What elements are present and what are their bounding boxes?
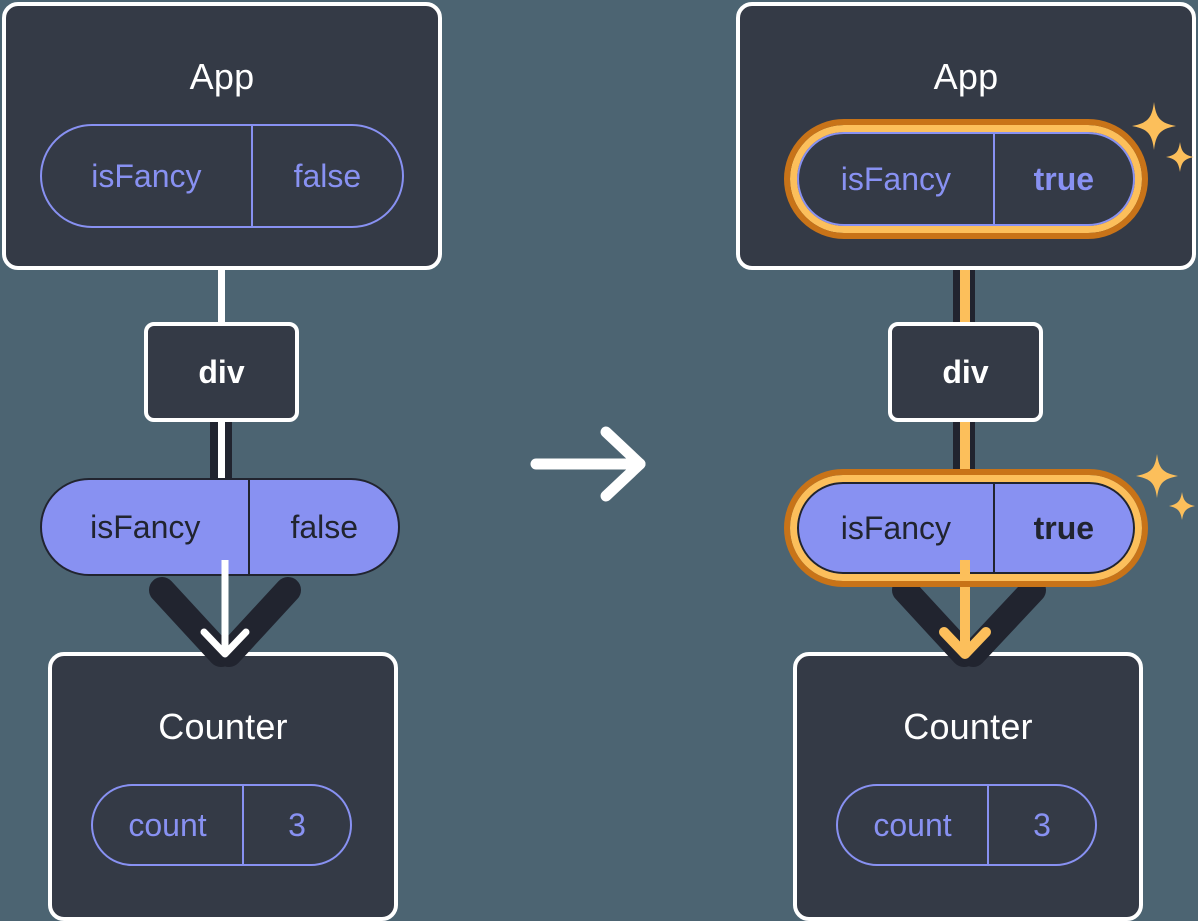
app-state-key-after: isFancy <box>840 160 951 197</box>
app-state-pill-before[interactable]: isFancy false <box>40 124 404 228</box>
counter-title-before: Counter <box>158 706 288 747</box>
div-element-label-after: div <box>942 353 989 390</box>
app-state-value-after: true <box>992 134 1133 224</box>
div-element-label-before: div <box>198 353 245 390</box>
counter-state-pill-after[interactable]: count 3 <box>836 784 1097 866</box>
props-pill-before[interactable]: isFancy false <box>40 478 400 576</box>
counter-state-key-after: count <box>873 806 952 843</box>
div-element-box-after[interactable]: div <box>888 322 1043 422</box>
app-title-before: App <box>189 56 255 97</box>
counter-title-after: Counter <box>903 706 1033 747</box>
connector-div-to-props-left-white <box>218 420 225 490</box>
props-key-before: isFancy <box>90 508 201 545</box>
div-element-box-before[interactable]: div <box>144 322 299 422</box>
props-value-after: true <box>992 484 1133 572</box>
app-state-key-before: isFancy <box>91 157 202 194</box>
app-state-pill-after[interactable]: isFancy true <box>797 132 1135 226</box>
props-value-before: false <box>248 480 398 574</box>
counter-state-value-after: 3 <box>987 786 1095 864</box>
app-title-after: App <box>933 56 999 97</box>
props-pill-after[interactable]: isFancy true <box>797 482 1135 574</box>
counter-state-value-before: 3 <box>242 786 350 864</box>
counter-state-key-before: count <box>128 806 207 843</box>
connector-app-to-div-right-orange <box>960 218 970 324</box>
props-key-after: isFancy <box>840 509 951 546</box>
connector-app-to-div-left <box>218 266 225 322</box>
connector-div-to-props-right-orange <box>960 420 970 490</box>
app-state-value-before: false <box>250 126 402 226</box>
counter-state-pill-before[interactable]: count 3 <box>91 784 352 866</box>
